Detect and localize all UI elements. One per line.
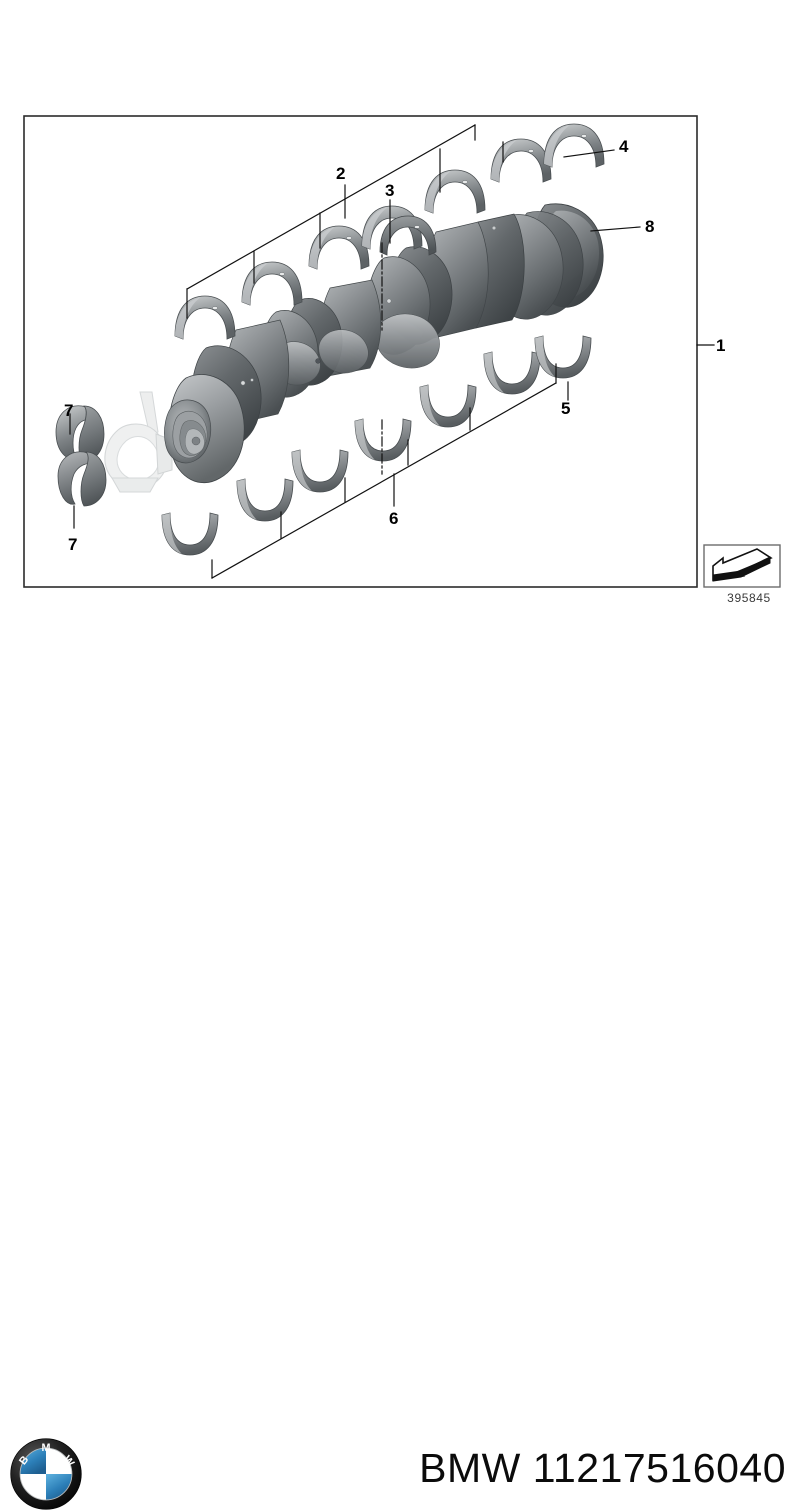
crankshaft-front-flange (164, 374, 245, 483)
connecting-rod-bearing-upper (55, 405, 105, 463)
crankshaft-counterweight (466, 203, 604, 329)
reference-arrow-box (703, 544, 781, 588)
callout-8-leader (590, 226, 641, 232)
footer-bar: B M W BMW 11217516040 (0, 716, 800, 1510)
callout-1-label: 1 (716, 336, 726, 355)
svg-text:M: M (42, 1442, 51, 1454)
parts-diagram: 1 2 3 4 5 6 7 7 8 395845 B M W BMW 11217… (0, 115, 800, 1510)
callout-2-label: 2 (336, 164, 346, 183)
callout-4-leader (563, 149, 615, 158)
bracket-spine-lower (211, 382, 557, 579)
thrust-bearing-shell (361, 205, 437, 256)
callout-6-label: 6 (389, 509, 399, 528)
reference-number: 395845 (727, 591, 771, 605)
callout-4-label: 4 (619, 137, 629, 156)
leader-lines (69, 124, 715, 579)
callout-5-label: 5 (561, 399, 571, 418)
connecting-rod-bearing-lower (57, 451, 107, 507)
callout-7-upper-label: 7 (64, 401, 74, 420)
callout-7-lower-label: 7 (68, 535, 78, 554)
callout-8-label: 8 (645, 217, 655, 236)
diagram-canvas (23, 115, 781, 588)
bmw-roundel-logo: B M W (10, 1438, 82, 1510)
crankshaft (164, 203, 604, 483)
bracket-spine-upper (186, 124, 476, 290)
callout-3-label: 3 (385, 181, 395, 200)
part-number-label: BMW 11217516040 (419, 1445, 786, 1491)
